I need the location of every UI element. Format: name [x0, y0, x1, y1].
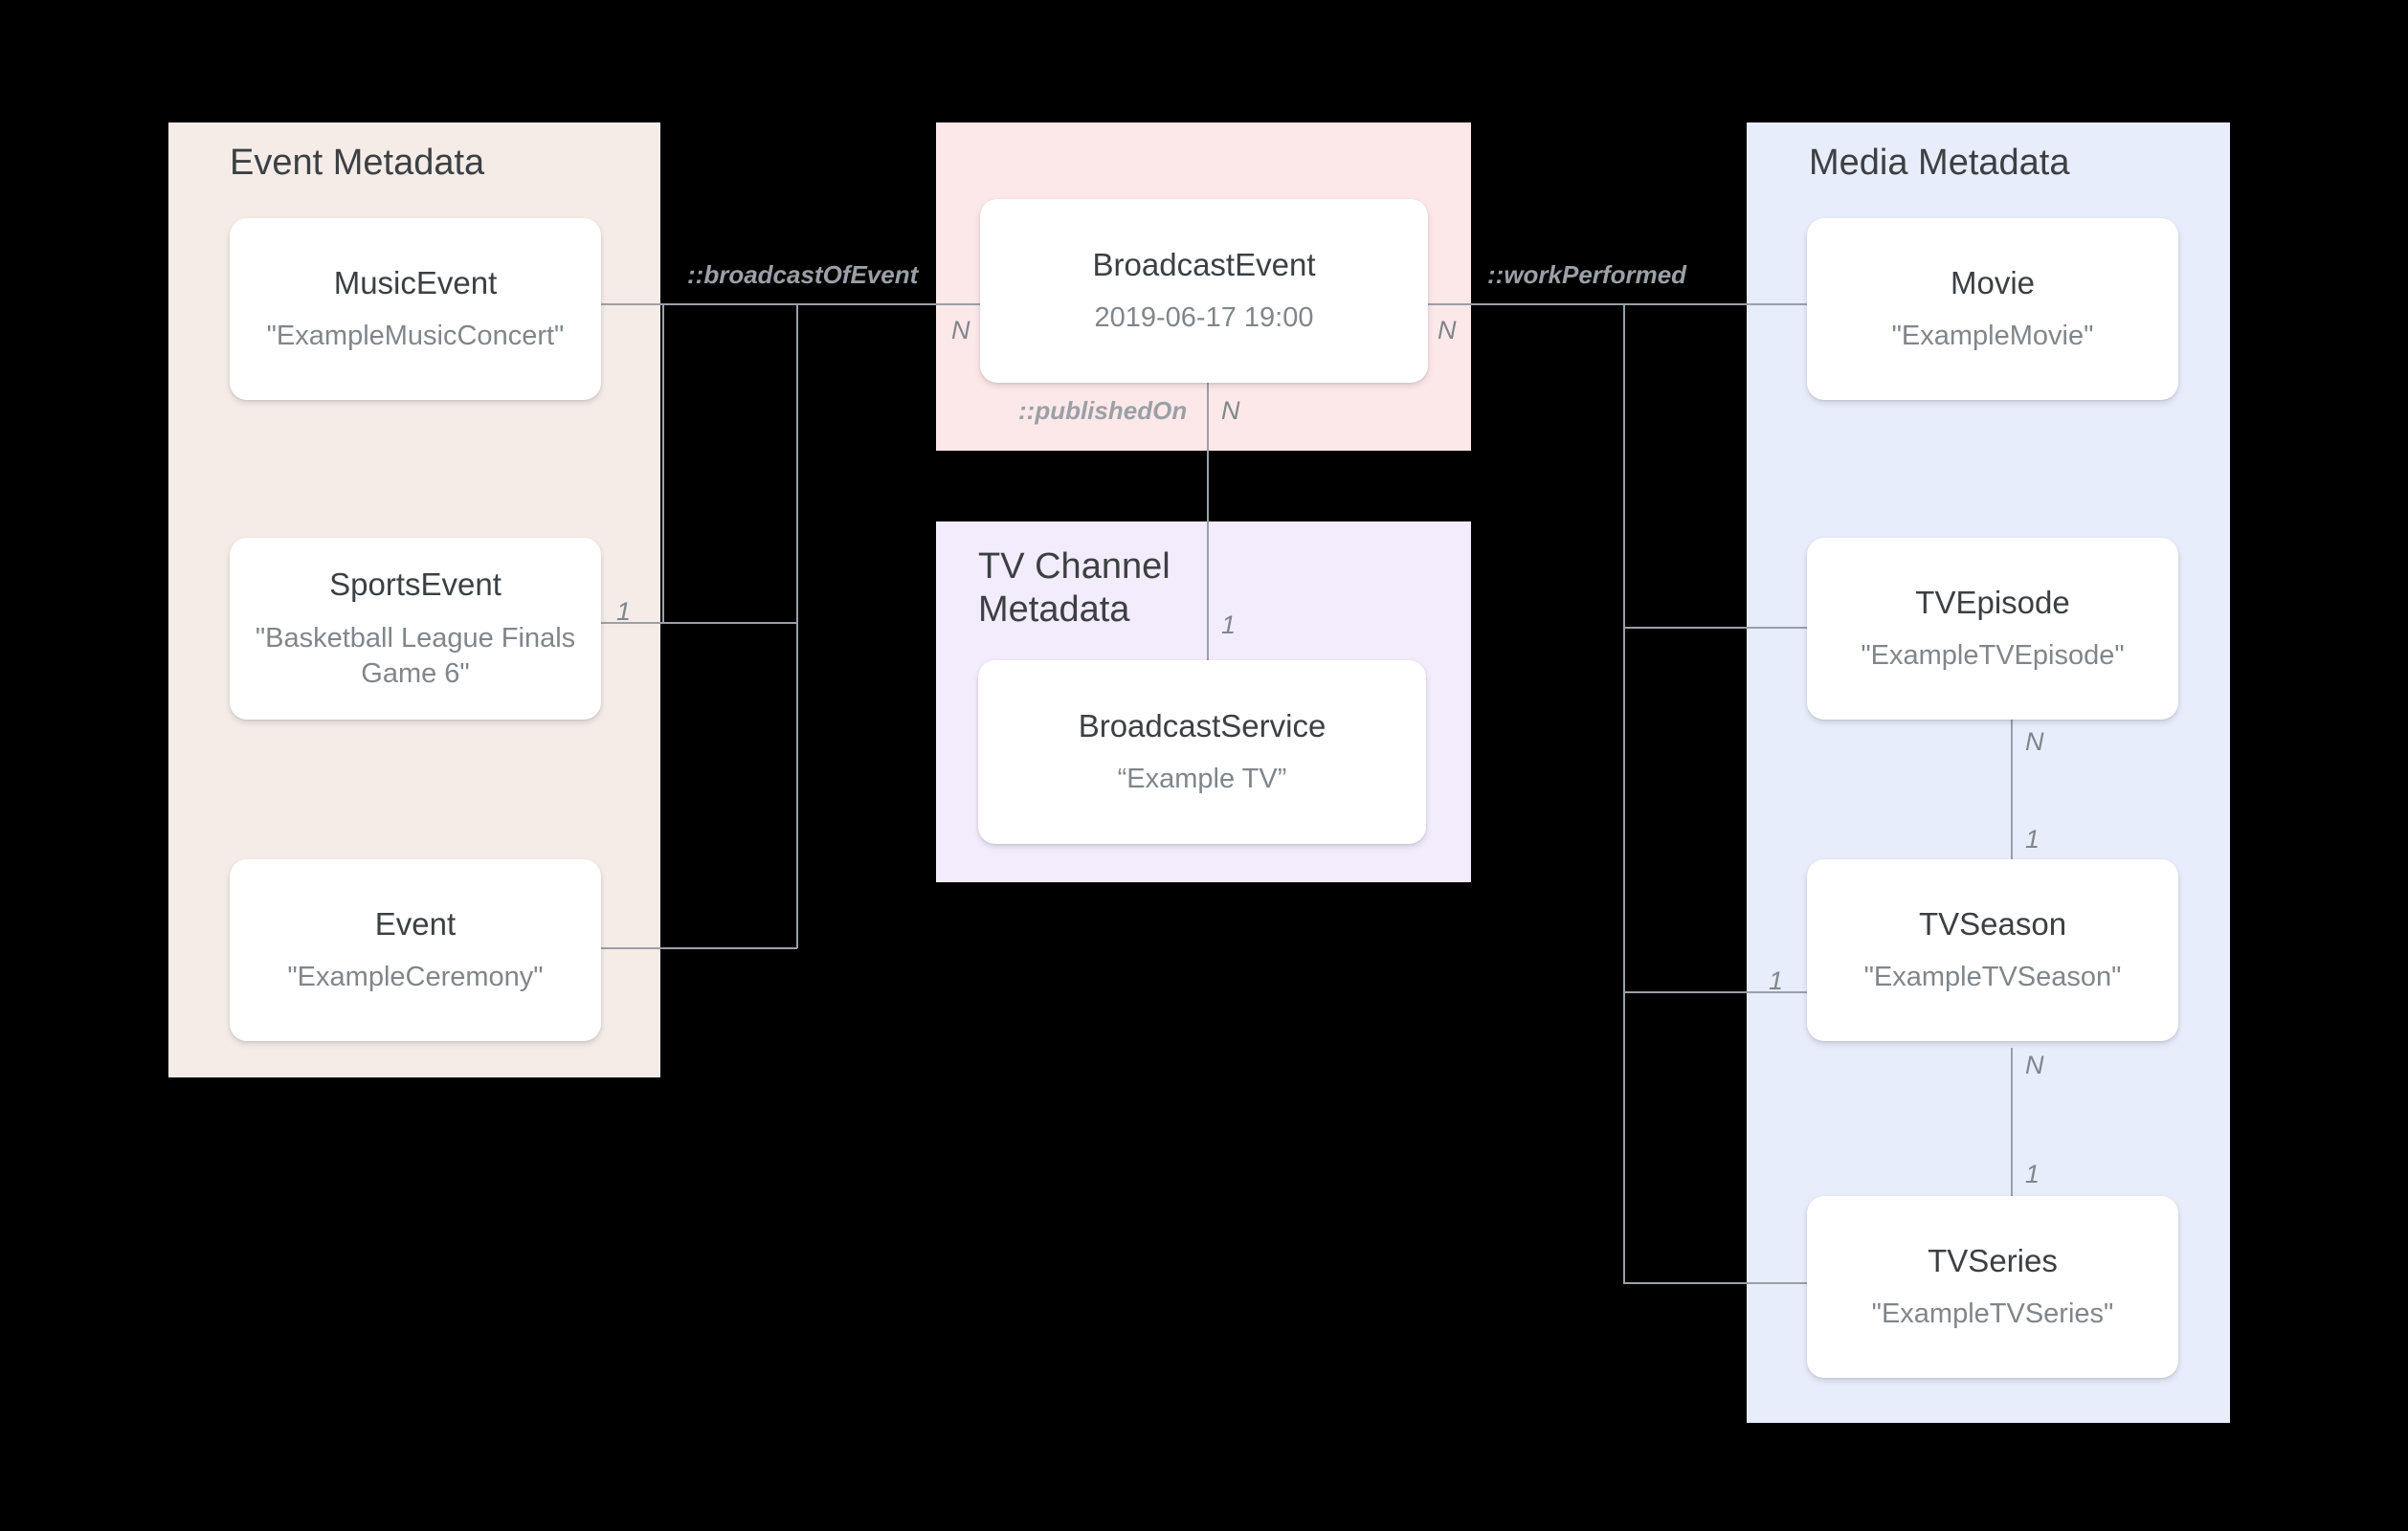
entity-card-tv-series[interactable]: TVSeries "ExampleTVSeries" [1807, 1196, 2178, 1378]
entity-type-movie: Movie [1950, 264, 2036, 300]
entity-type-sports-event: SportsEvent [329, 566, 502, 603]
entity-type-event: Event [374, 905, 457, 942]
entity-card-music-event[interactable]: MusicEvent "ExampleMusicConcert" [230, 218, 601, 400]
edge-left-inner-riser [662, 303, 664, 622]
entity-card-sports-event[interactable]: SportsEvent "Basketball League Finals Ga… [230, 538, 601, 720]
entity-value-movie: "ExampleMovie" [1891, 321, 2094, 352]
relationship-label-work-performed: ::workPerformed [1487, 260, 1687, 289]
entity-value-tv-series: "ExampleTVSeries" [1871, 1298, 2114, 1330]
entity-card-movie[interactable]: Movie "ExampleMovie" [1807, 218, 2178, 400]
entity-type-music-event: MusicEvent [333, 264, 498, 300]
entity-value-event: "ExampleCeremony" [287, 962, 544, 993]
group-tv-channel-metadata-title: TV Channel Metadata [978, 546, 1171, 630]
edge-published-on [1207, 383, 1209, 660]
entity-type-tv-season: TVSeason [1918, 905, 2067, 942]
entity-value-broadcast-event: 2019-06-17 19:00 [1094, 302, 1314, 334]
edge-left-vertical-bus [796, 303, 798, 948]
entity-value-broadcast-service: “Example TV” [1117, 764, 1287, 795]
entity-card-tv-episode[interactable]: TVEpisode "ExampleTVEpisode" [1807, 538, 2178, 720]
edge-music-event-to-bus [601, 303, 797, 305]
edge-right-bus-to-tv-season [1623, 991, 1807, 993]
cardinality-tv-season-left: 1 [1769, 966, 1784, 995]
edge-right-bus-to-movie [1623, 303, 1807, 305]
cardinality-tv-series-one: 1 [2025, 1160, 2040, 1188]
edge-sports-event-to-bus [601, 622, 797, 624]
entity-value-tv-episode: "ExampleTVEpisode" [1861, 640, 2125, 672]
edge-bus-to-broadcast-event [796, 303, 980, 305]
relationship-label-broadcast-of-event: ::broadcastOfEvent [687, 260, 919, 289]
entity-value-music-event: "ExampleMusicConcert" [266, 321, 565, 352]
group-media-metadata-title: Media Metadata [1809, 143, 2070, 183]
entity-value-tv-season: "ExampleTVSeason" [1863, 962, 2122, 993]
entity-card-broadcast-service[interactable]: BroadcastService “Example TV” [978, 660, 1426, 844]
edge-event-to-bus [601, 947, 797, 949]
cardinality-broadcast-event-right: N [1438, 316, 1457, 344]
cardinality-tv-season-n: N [2025, 1051, 2044, 1079]
entity-type-broadcast-service: BroadcastService [1078, 707, 1327, 743]
cardinality-tv-episode-n: N [2025, 727, 2044, 756]
cardinality-tv-season-top: 1 [2025, 825, 2040, 854]
edge-right-bus-to-tv-series [1623, 1282, 1807, 1284]
edge-right-bus-to-tv-episode [1623, 627, 1807, 629]
entity-value-sports-event: "Basketball League Finals Game 6" [255, 622, 576, 689]
cardinality-published-on-n: N [1221, 396, 1240, 425]
entity-type-broadcast-event: BroadcastEvent [1092, 246, 1316, 282]
cardinality-broadcast-event-left: N [951, 316, 970, 344]
cardinality-sports-event-left: 1 [616, 597, 632, 626]
edge-right-vertical-bus [1623, 303, 1625, 1284]
entity-type-tv-series: TVSeries [1928, 1242, 2058, 1278]
cardinality-broadcast-service-one: 1 [1221, 610, 1237, 639]
entity-card-tv-season[interactable]: TVSeason "ExampleTVSeason" [1807, 859, 2178, 1041]
entity-card-event[interactable]: Event "ExampleCeremony" [230, 859, 601, 1041]
entity-type-tv-episode: TVEpisode [1915, 584, 2070, 620]
entity-card-broadcast-event[interactable]: BroadcastEvent 2019-06-17 19:00 [980, 199, 1428, 383]
edge-broadcast-event-to-right-bus [1428, 303, 1625, 305]
relationship-label-published-on: ::publishedOn [1018, 396, 1188, 425]
edge-tv-episode-to-tv-season [2011, 713, 2013, 899]
group-event-metadata-title: Event Metadata [230, 143, 485, 183]
edge-tv-season-to-tv-series [2011, 1048, 2013, 1201]
